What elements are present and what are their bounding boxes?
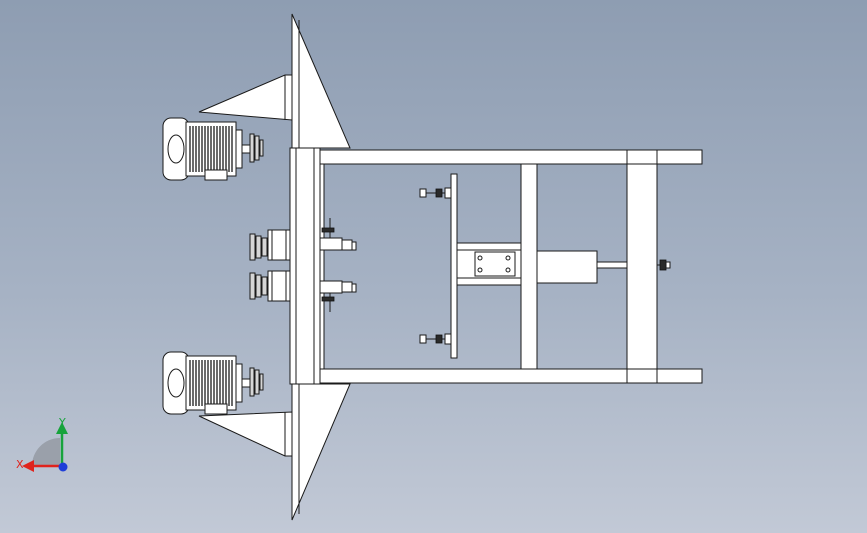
press-plate[interactable] — [419, 173, 458, 359]
axis-x-label: X — [16, 458, 24, 471]
motor-cooling-fins — [189, 360, 233, 406]
left-motor-bottom[interactable] — [162, 351, 264, 415]
lower-hopper-wing[interactable] — [198, 383, 351, 521]
motor-bottom-pulley — [249, 367, 264, 397]
pulley-assembly-upper[interactable] — [249, 218, 357, 261]
push-cylinder[interactable] — [456, 242, 671, 286]
motor-top-pulley — [249, 133, 264, 163]
motor-cooling-fins — [189, 126, 233, 172]
axis-y-label: Y — [58, 416, 66, 429]
left-motor-top[interactable] — [162, 117, 264, 181]
main-frame[interactable] — [289, 147, 703, 385]
axis-triad: Y X — [16, 416, 68, 472]
upper-hopper-wing[interactable] — [198, 13, 351, 149]
pulley-assembly-lower[interactable] — [249, 270, 357, 312]
